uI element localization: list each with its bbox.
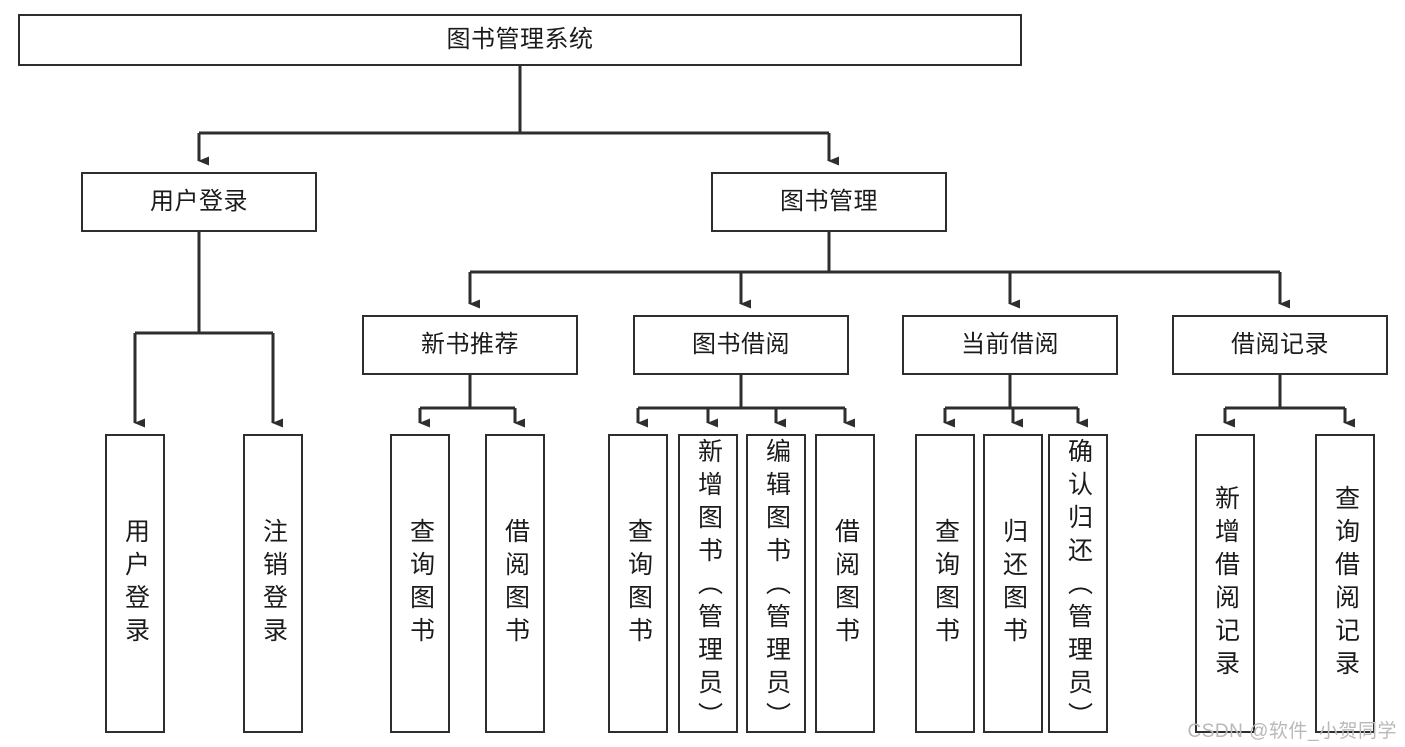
node-label: 查询图书 [931,517,960,650]
node-label: 用户登录 [121,517,150,650]
leaf-borrow-book-1[interactable]: 借阅图书 [485,434,545,733]
node-label: 图书借阅 [692,331,790,358]
leaf-query-book-2[interactable]: 查询图书 [608,434,668,733]
leaf-query-record[interactable]: 查询借阅记录 [1315,434,1375,733]
node-label: 归还图书 [999,517,1028,650]
node-label: 查询图书 [624,517,653,650]
node-label: 新增借阅记录 [1211,484,1240,683]
node-label: 确认归还（管理员） [1064,438,1093,735]
node-label: 新增图书（管理员） [694,438,723,735]
node-label: 编辑图书（管理员） [762,438,791,735]
leaf-query-book-1[interactable]: 查询图书 [390,434,450,733]
node-current-borrow[interactable]: 当前借阅 [902,315,1118,375]
csdn-watermark: CSDN @软件_小贺同学 [1187,721,1397,742]
leaf-user-login[interactable]: 用户登录 [105,434,165,733]
node-label: 借阅图书 [831,517,860,650]
leaf-add-book[interactable]: 新增图书（管理员） [678,434,738,735]
node-new-book-rec[interactable]: 新书推荐 [362,315,578,375]
node-label: 图书管理系统 [446,26,594,53]
leaf-return-book[interactable]: 归还图书 [983,434,1043,733]
node-label: 用户登录 [150,188,248,215]
leaf-query-book-3[interactable]: 查询图书 [915,434,975,733]
node-book-borrow[interactable]: 图书借阅 [633,315,849,375]
leaf-user-logout[interactable]: 注销登录 [243,434,303,733]
leaf-borrow-book-2[interactable]: 借阅图书 [815,434,875,733]
node-book-manage[interactable]: 图书管理 [711,172,947,232]
node-borrow-record[interactable]: 借阅记录 [1172,315,1388,375]
node-user-login[interactable]: 用户登录 [81,172,317,232]
leaf-add-record[interactable]: 新增借阅记录 [1195,434,1255,733]
leaf-confirm-return[interactable]: 确认归还（管理员） [1048,434,1108,735]
node-label: 查询图书 [406,517,435,650]
node-label: 图书管理 [780,188,878,215]
node-label: 当前借阅 [961,331,1059,358]
node-label: 借阅记录 [1231,331,1329,358]
node-label: 查询借阅记录 [1331,484,1360,683]
node-label: 借阅图书 [501,517,530,650]
node-root[interactable]: 图书管理系统 [18,14,1022,66]
node-label: 新书推荐 [421,331,519,358]
node-label: 注销登录 [259,517,288,650]
leaf-edit-book[interactable]: 编辑图书（管理员） [746,434,806,735]
